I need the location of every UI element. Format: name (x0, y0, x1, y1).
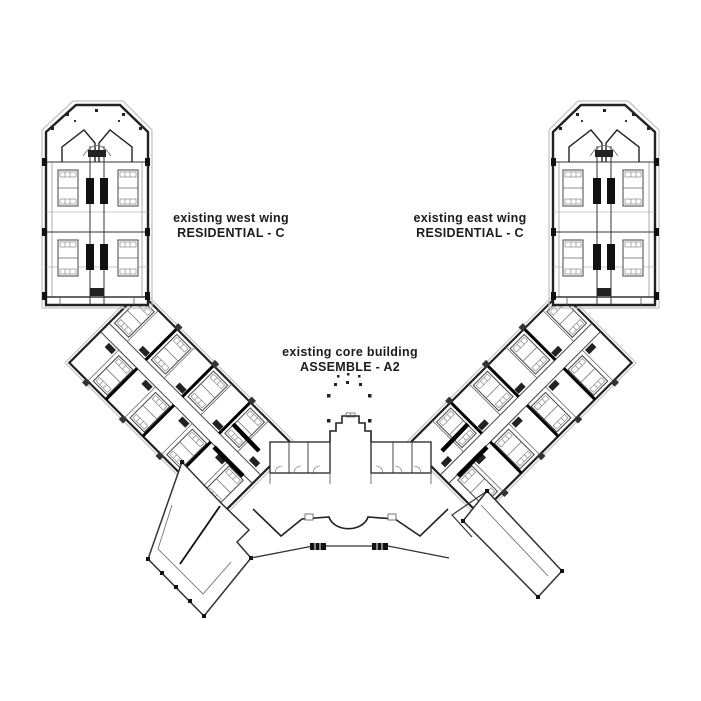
core-building-label: existing core building ASSEMBLE - A2 (282, 345, 418, 374)
stair-hatch-west (310, 543, 326, 550)
core-label-line1: existing core building (282, 345, 418, 359)
stair-hatch-east (372, 543, 388, 550)
west-wing-label-line2: RESIDENTIAL - C (177, 226, 285, 240)
east-diagonal-wing (403, 286, 637, 520)
east-wing-tower (549, 101, 659, 308)
southwest-extension (146, 460, 253, 618)
east-wing-label: existing east wing RESIDENTIAL - C (413, 211, 526, 240)
west-wing-tower (42, 101, 152, 308)
core-building (212, 373, 489, 559)
east-wing-label-line1: existing east wing (413, 211, 526, 225)
west-wing-label: existing west wing RESIDENTIAL - C (173, 211, 289, 240)
east-wing-label-line2: RESIDENTIAL - C (416, 226, 524, 240)
core-column-dots (327, 373, 372, 423)
core-label-line2: ASSEMBLE - A2 (300, 360, 400, 374)
west-wing-label-line1: existing west wing (173, 211, 289, 225)
southeast-extension (451, 489, 564, 599)
core-room-band-east (370, 441, 432, 474)
core-room-band-west (269, 441, 331, 474)
